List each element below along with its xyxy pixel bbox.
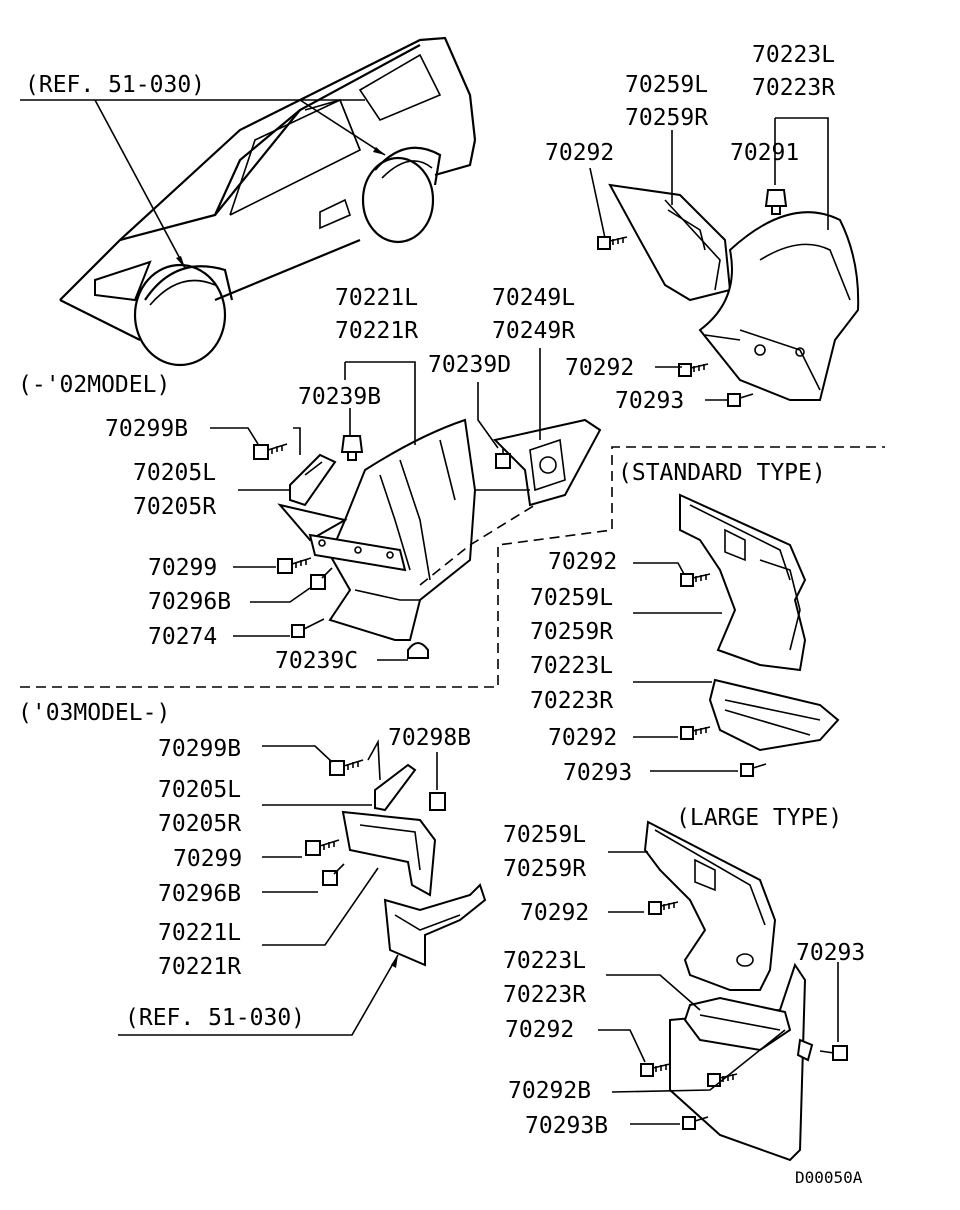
- bolt-70292-top: [597, 236, 628, 250]
- label-70221L-02: 70221L: [335, 285, 418, 311]
- model-03-fasteners: [305, 759, 364, 886]
- label-70293-top: 70293: [615, 388, 684, 414]
- label-70292B: 70292B: [508, 1078, 591, 1104]
- diagram-code: D00050A: [795, 1168, 863, 1187]
- bolt-70299B-02: [253, 443, 288, 460]
- label-70296B-02: 70296B: [148, 589, 231, 615]
- label-70259L-lg: 70259L: [503, 822, 586, 848]
- standard-type-parts: [679, 493, 840, 752]
- label-70292-std-a: 70292: [548, 549, 617, 575]
- label-70223R-lg: 70223R: [503, 982, 586, 1008]
- nut-70239D: [495, 448, 511, 469]
- top-right-fender-liner: [608, 183, 860, 401]
- model-02-fasteners: [253, 435, 511, 659]
- label-70239D: 70239D: [428, 352, 511, 378]
- clip-70239B-02: [340, 435, 364, 461]
- label-70292-top-a: 70292: [545, 140, 614, 166]
- clip-70291: [764, 189, 788, 215]
- label-70259R-top: 70259R: [625, 105, 708, 131]
- section-dividers: [20, 446, 885, 688]
- bolt-70299-03: [305, 839, 340, 856]
- bolt-70292-lg-b: [640, 1063, 671, 1077]
- label-70223L-top: 70223L: [752, 42, 835, 68]
- label-70292-top-b: 70292: [565, 355, 634, 381]
- standard-type-fasteners: [680, 573, 767, 777]
- top-right-leaders: [589, 117, 829, 401]
- screw-70296B-02: [310, 567, 333, 590]
- label-70205L-02: 70205L: [133, 460, 216, 486]
- model-02-leaders: [210, 348, 541, 661]
- model-02-label: (-'02MODEL): [18, 372, 170, 398]
- label-70292-lg-a: 70292: [520, 900, 589, 926]
- label-70293-lg: 70293: [796, 940, 865, 966]
- label-70274: 70274: [148, 624, 217, 650]
- label-70299-02: 70299: [148, 555, 217, 581]
- model-03-label: ('03MODEL-): [18, 700, 170, 726]
- label-70292-lg-b: 70292: [505, 1017, 574, 1043]
- screw-70293-std: [740, 763, 767, 777]
- label-70223R-top: 70223R: [752, 75, 835, 101]
- bolt-70292-mid: [678, 363, 709, 377]
- label-70293B: 70293B: [525, 1113, 608, 1139]
- label-70249L: 70249L: [492, 285, 575, 311]
- label-70221R-03: 70221R: [158, 954, 241, 980]
- pin-70274: [291, 618, 325, 638]
- clip-70239C: [407, 642, 429, 659]
- screw-70293-lg: [819, 1045, 848, 1061]
- screw-70293B: [682, 1116, 709, 1130]
- label-70239C: 70239C: [275, 648, 358, 674]
- ref-top-leaders: [20, 99, 386, 269]
- bolt-70292-std-b: [680, 726, 711, 740]
- screw-70296B-03: [322, 863, 345, 886]
- label-70221L-03: 70221L: [158, 920, 241, 946]
- screw-70293-top: [727, 393, 754, 407]
- label-70291: 70291: [730, 140, 799, 166]
- model-03-leaders: [118, 739, 438, 1036]
- label-70221R-02: 70221R: [335, 318, 418, 344]
- label-70298B: 70298B: [388, 725, 471, 751]
- bolt-70292-std-a: [680, 573, 711, 587]
- vehicle-outline-drawing: [59, 36, 477, 367]
- ref-label-bottom: (REF. 51-030): [125, 1005, 305, 1031]
- label-70296B-03: 70296B: [158, 881, 241, 907]
- label-70259L-std: 70259L: [530, 585, 613, 611]
- ref-label-top: (REF. 51-030): [25, 72, 205, 98]
- label-70299-03: 70299: [173, 846, 242, 872]
- model-02-mudguard: [277, 418, 602, 641]
- label-70205R-02: 70205R: [133, 494, 216, 520]
- large-type-fasteners: [640, 901, 848, 1130]
- model-03-parts: [341, 763, 487, 967]
- top-right-fasteners: [597, 189, 788, 407]
- label-70205L-03: 70205L: [158, 777, 241, 803]
- label-70259R-std: 70259R: [530, 619, 613, 645]
- label-70259L-top: 70259L: [625, 72, 708, 98]
- bolt-70292-lg-a: [648, 901, 679, 915]
- label-70223L-std: 70223L: [530, 653, 613, 679]
- label-70223R-std: 70223R: [530, 688, 613, 714]
- bolt-70299B-03: [329, 759, 364, 776]
- bolt-70299-02: [277, 557, 312, 574]
- large-type-label: (LARGE TYPE): [676, 805, 842, 831]
- label-70292-std-b: 70292: [548, 725, 617, 751]
- large-type-leaders: [598, 851, 839, 1125]
- label-70239B: 70239B: [298, 384, 381, 410]
- label-70249R: 70249R: [492, 318, 575, 344]
- label-70205R-03: 70205R: [158, 811, 241, 837]
- label-70293-std: 70293: [563, 760, 632, 786]
- label-70299B-03: 70299B: [158, 736, 241, 762]
- label-70299B-02: 70299B: [105, 416, 188, 442]
- label-70259R-lg: 70259R: [503, 856, 586, 882]
- large-type-parts: [643, 820, 814, 1162]
- standard-type-label: (STANDARD TYPE): [618, 460, 826, 486]
- standard-type-leaders: [633, 562, 738, 772]
- label-70223L-lg: 70223L: [503, 948, 586, 974]
